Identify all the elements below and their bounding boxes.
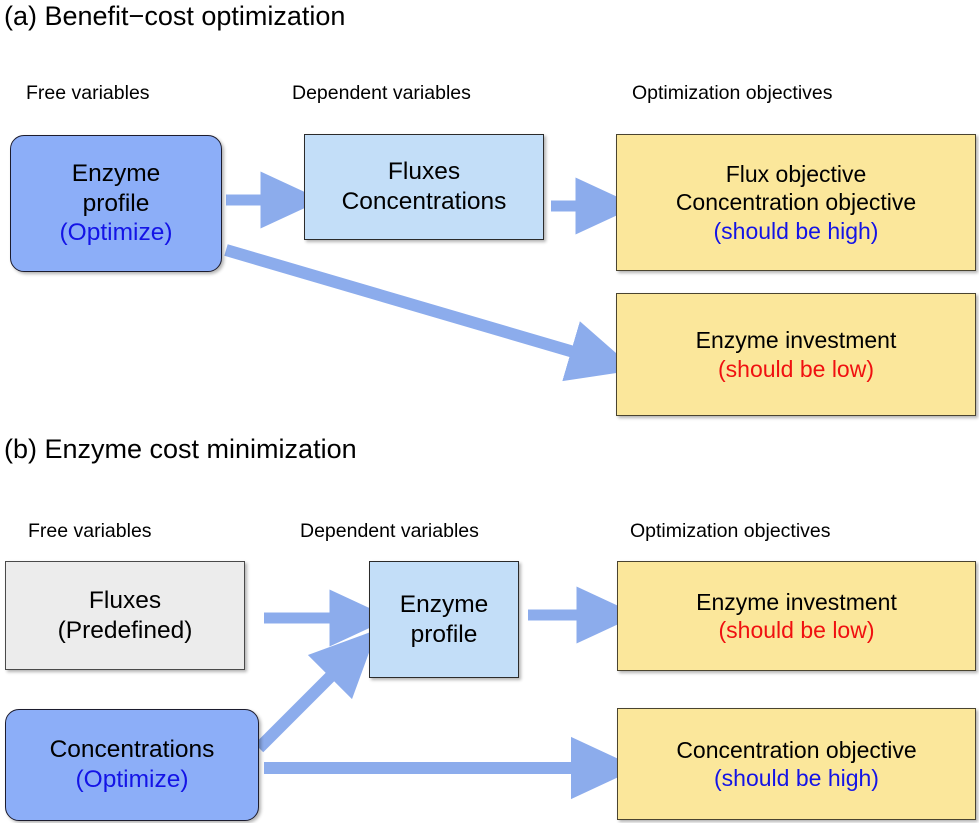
node-line-1: Fluxes bbox=[88, 586, 162, 614]
panel-b-title: (b) Enzyme cost minimization bbox=[4, 434, 357, 464]
node-line-2: profile bbox=[82, 189, 150, 217]
node-line-1: Enzyme investment bbox=[695, 327, 897, 354]
panel-b-node-fluxes-predefined[interactable]: Fluxes (Predefined) bbox=[5, 561, 245, 670]
node-line-1: Enzyme bbox=[71, 159, 161, 187]
panel-b-node-objective-high[interactable]: Concentration objective (should be high) bbox=[617, 708, 976, 820]
panel-b-node-enzyme-profile[interactable]: Enzyme profile bbox=[369, 561, 519, 678]
node-line-2: Concentrations bbox=[341, 188, 507, 215]
node-line-1: Fluxes bbox=[387, 158, 461, 186]
node-line-1: Concentrations bbox=[49, 736, 215, 764]
node-line-2: (should be high) bbox=[714, 765, 879, 791]
panel-a-node-objective-low[interactable]: Enzyme investment (should be low) bbox=[616, 293, 976, 416]
node-line-2: (should be low) bbox=[718, 355, 874, 382]
panel-a-header-optimization-objectives: Optimization objectives bbox=[632, 82, 833, 104]
panel-a-title: (a) Benefit−cost optimization bbox=[4, 1, 346, 31]
panel-a-header-dependent-variables: Dependent variables bbox=[292, 82, 471, 104]
node-line-3: (Optimize) bbox=[59, 219, 173, 247]
node-line-1: Flux objective bbox=[725, 161, 867, 188]
panel-b-header-optimization-objectives: Optimization objectives bbox=[630, 520, 831, 542]
panel-b-header-dependent-variables: Dependent variables bbox=[300, 520, 479, 542]
node-line-1: Enzyme bbox=[399, 590, 489, 618]
node-line-1: Concentration objective bbox=[676, 736, 917, 763]
panel-b-node-concentrations[interactable]: Concentrations (Optimize) bbox=[5, 709, 259, 821]
panel-a-header-free-variables: Free variables bbox=[26, 82, 150, 104]
node-line-1: Enzyme investment bbox=[696, 588, 897, 615]
node-line-2: (Optimize) bbox=[75, 766, 189, 793]
node-line-2: (should be low) bbox=[718, 617, 875, 643]
node-line-2: Concentration objective bbox=[675, 189, 917, 216]
arrow-b-concentrations-to-enzyme bbox=[254, 629, 378, 753]
node-line-3: (should be high) bbox=[713, 217, 879, 244]
panel-a-node-objective-high[interactable]: Flux objective Concentration objective (… bbox=[616, 134, 976, 271]
arrow-a-enzyme-to-objective-low bbox=[224, 244, 636, 382]
panel-b-header-free-variables: Free variables bbox=[28, 520, 152, 542]
panel-a-node-enzyme-profile[interactable]: Enzyme profile (Optimize) bbox=[10, 135, 222, 272]
panel-a-node-fluxes-concentrations[interactable]: Fluxes Concentrations bbox=[304, 134, 544, 240]
node-line-2: (Predefined) bbox=[57, 616, 193, 644]
node-line-2: profile bbox=[410, 620, 478, 648]
panel-b-node-objective-low[interactable]: Enzyme investment (should be low) bbox=[617, 561, 976, 671]
